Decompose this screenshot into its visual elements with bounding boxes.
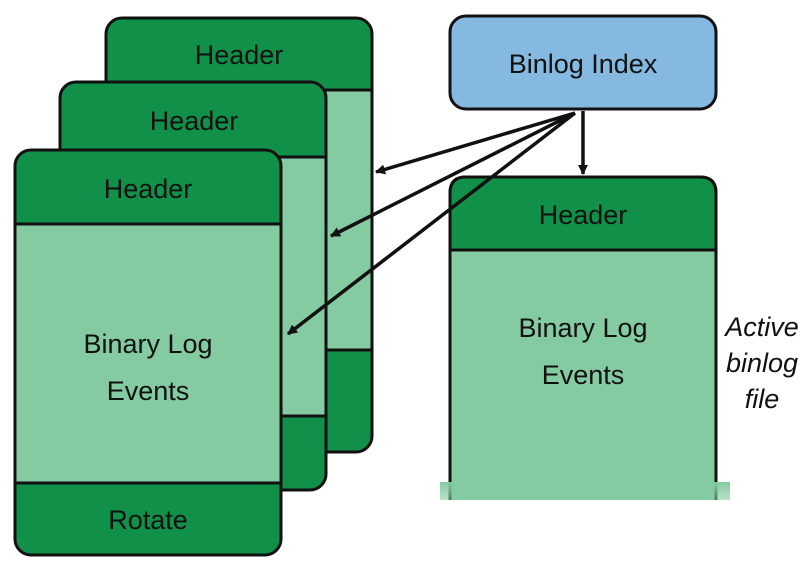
arrow-to-back-file bbox=[375, 111, 576, 175]
file-header-label: Header bbox=[150, 106, 239, 136]
binlog-file-front: Header Binary Log Events Rotate bbox=[13, 148, 283, 557]
file-header-label: Header bbox=[195, 40, 284, 70]
active-binlog-file: Header Binary Log Events bbox=[440, 175, 730, 540]
arrow-to-front-file bbox=[286, 111, 577, 336]
active-file-body-line2: Events bbox=[542, 360, 625, 390]
caption-line3: file bbox=[745, 384, 780, 414]
file-body-label-line1: Binary Log bbox=[83, 329, 212, 359]
file-header-label: Header bbox=[104, 174, 193, 204]
caption-line2: binlog bbox=[726, 348, 798, 378]
active-file-caption: Active binlog file bbox=[723, 312, 799, 414]
arrow-to-middle-file bbox=[330, 111, 576, 238]
index-pointers bbox=[286, 111, 588, 336]
binlog-index-box: Binlog Index bbox=[448, 14, 718, 111]
file-footer-label: Rotate bbox=[108, 505, 188, 535]
active-file-body-line1: Binary Log bbox=[518, 313, 647, 343]
binlog-index-label: Binlog Index bbox=[509, 49, 658, 79]
caption-line1: Active bbox=[723, 312, 799, 342]
active-file-header-label: Header bbox=[539, 200, 628, 230]
file-body-label-line2: Events bbox=[107, 376, 190, 406]
